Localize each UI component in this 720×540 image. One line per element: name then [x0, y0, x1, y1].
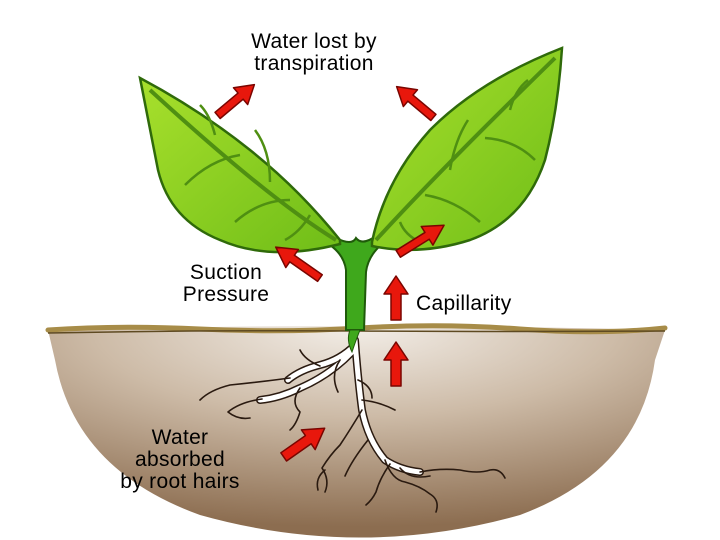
transpiration-label: Water lost by transpiration	[214, 31, 414, 75]
red-arrow-icon	[395, 224, 445, 258]
suction-line1: Suction	[189, 261, 263, 284]
absorbed-line1: Water	[151, 426, 209, 449]
transpiration-line2: transpiration	[254, 52, 374, 75]
capillarity-label: Capillarity	[416, 293, 512, 315]
red-arrow-icon	[214, 83, 256, 120]
red-arrow-icon	[383, 275, 409, 321]
red-arrow-icon	[274, 246, 323, 283]
stem	[328, 234, 384, 354]
absorbed-line3: by root hairs	[120, 470, 240, 493]
red-arrow-icon	[383, 341, 409, 387]
red-arrow-icon	[280, 427, 326, 462]
capillarity-text: Capillarity	[416, 292, 512, 315]
roots	[199, 336, 506, 513]
arrows	[214, 83, 445, 462]
absorbed-line2: absorbed	[135, 448, 225, 471]
left-leaf	[138, 75, 342, 254]
red-arrow-icon	[395, 85, 437, 122]
suction-line2: Pressure	[182, 283, 270, 306]
suction-pressure-label: Suction Pressure	[152, 262, 300, 306]
soil-area	[48, 326, 665, 538]
transpiration-line1: Water lost by	[251, 30, 377, 53]
root-absorption-label: Water absorbed by root hairs	[70, 427, 290, 493]
right-leaf	[370, 46, 564, 252]
